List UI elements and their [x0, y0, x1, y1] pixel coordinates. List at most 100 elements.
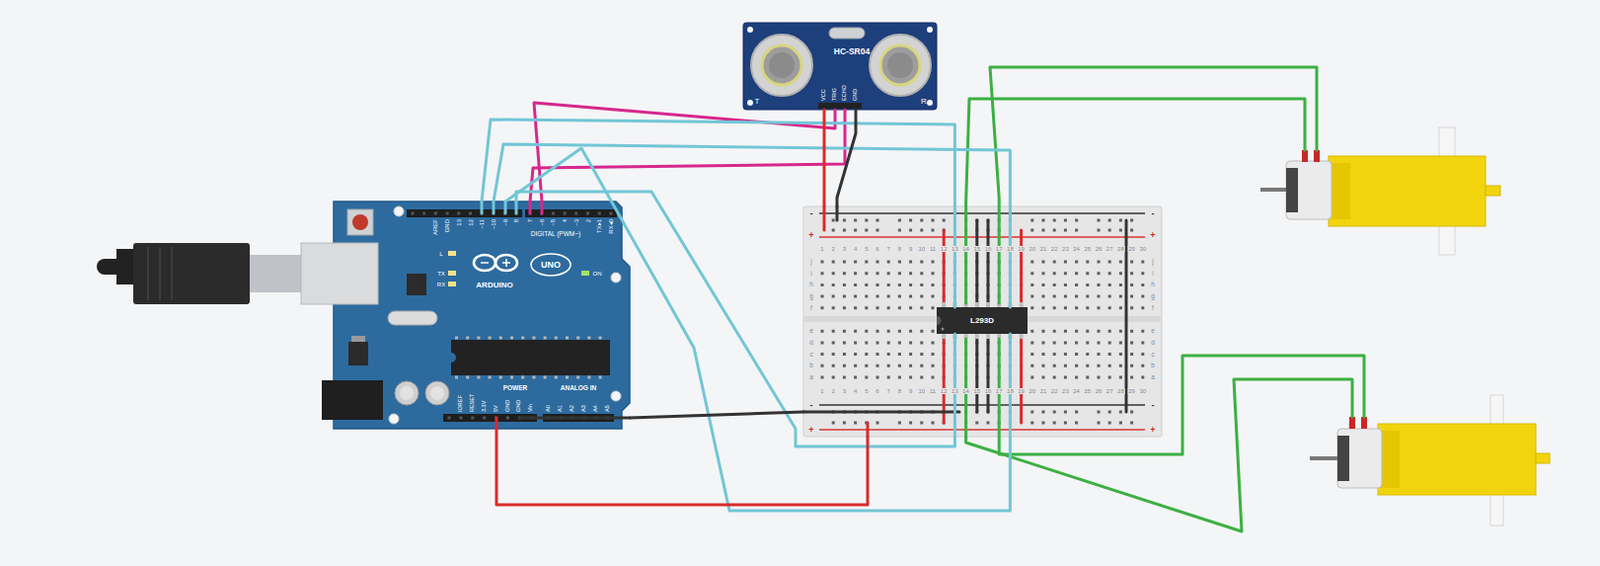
motor-wire [966, 67, 1365, 532]
arduino-board-drawing-part [525, 209, 617, 218]
row-letter: d [1149, 339, 1156, 347]
column-number: 25 [1082, 387, 1092, 394]
rail-sign: - [1151, 400, 1155, 410]
dc-motor-part [1313, 150, 1320, 162]
sensor-drawing-part [768, 52, 795, 78]
breadboard-holes-part [821, 260, 1147, 264]
sensor-drawing-part [926, 26, 933, 33]
column-number: 16 [984, 245, 993, 252]
breadboard-holes-part [832, 219, 1136, 223]
pin-label: ~10 [490, 219, 497, 229]
wire [837, 109, 856, 207]
arduino-board-drawing-part [448, 250, 457, 256]
led-label: ON [593, 270, 603, 277]
wire-stub-part [520, 416, 630, 420]
column-number: 8 [897, 387, 903, 394]
breadboard-holes-part [832, 228, 1136, 232]
pin-label: RESET [469, 393, 476, 412]
dc-motor [1260, 127, 1501, 255]
pin-label: GND [516, 399, 523, 412]
wire-stub-part [823, 206, 827, 230]
header-label: POWER [503, 384, 529, 392]
column-number: 12 [939, 245, 949, 252]
pin-label: Vin [528, 403, 534, 412]
ultrasonic-sensor: HC-SR04VCCTRIGECHOGNDTR [743, 22, 937, 110]
column-number: 13 [950, 245, 960, 252]
column-number: 15 [972, 387, 982, 394]
wire-stub-part [504, 201, 508, 214]
sensor-drawing-part [747, 26, 754, 33]
column-number: 10 [916, 387, 926, 394]
column-number: 22 [1050, 387, 1060, 394]
breadboard-drawing-part [819, 403, 1145, 406]
column-number: 2 [831, 245, 837, 252]
pin-label: GND [444, 219, 451, 232]
arduino-board-drawing-part [610, 272, 621, 283]
wire [493, 144, 1010, 307]
dc-motor-part [1301, 150, 1308, 162]
arduino-board-drawing-part [393, 206, 404, 217]
arduino-board: ARDUINOUNODIGITAL (PWM~)LTXRXONAREFGND13… [333, 201, 630, 429]
dc-motor [1309, 394, 1550, 526]
arduino-board-drawing-part [351, 335, 366, 342]
pin-label: TRIG [832, 87, 839, 101]
column-number: 3 [841, 245, 847, 252]
rail-sign: + [808, 230, 814, 240]
led-label: TX [437, 270, 446, 277]
pin-label: 2 [585, 219, 592, 223]
wire-stub-part [836, 206, 839, 221]
usb-cable-part [158, 246, 161, 301]
breadboard-holes [821, 220, 1147, 423]
column-number: 27 [1105, 245, 1115, 252]
usb-cable-part [249, 254, 302, 293]
wire [516, 191, 955, 447]
breadboard-holes-part [821, 364, 1147, 368]
column-number: 20 [1027, 245, 1037, 252]
chip-drawing [936, 302, 1028, 339]
row-letter: h [1149, 281, 1156, 289]
jumper-wire [943, 220, 1127, 423]
column-number: 1 [819, 387, 825, 394]
row-letter: e [1149, 327, 1156, 335]
pin-label: 7 [527, 219, 534, 223]
pin-label: A3 [581, 404, 588, 412]
jumper-wire-part [975, 338, 979, 412]
rail-sign: - [810, 209, 814, 219]
column-number: 26 [1094, 245, 1104, 252]
column-number: 7 [886, 387, 892, 394]
column-number: 9 [908, 245, 914, 252]
arduino-board-drawing-part [406, 273, 427, 296]
arduino-board-drawing-part [347, 209, 374, 235]
sensor-drawing-part [751, 34, 813, 96]
usb-cable-part [133, 242, 250, 305]
column-number: 26 [1094, 387, 1104, 394]
arduino-board-drawing-part [505, 258, 508, 267]
led-label: RX [437, 281, 446, 288]
row-letter: a [808, 374, 815, 381]
column-number: 23 [1061, 245, 1070, 252]
breadboard-drawing [803, 206, 1162, 437]
column-number: 14 [961, 387, 971, 394]
jumper-wire-part [987, 220, 991, 304]
arduino-board-drawing-part [348, 341, 369, 366]
arduino-board-drawing-part [480, 261, 489, 264]
rail-sign: - [810, 400, 814, 410]
column-number: 29 [1127, 387, 1137, 394]
wire [629, 411, 804, 418]
pin-label: A1 [557, 404, 564, 412]
pin-label: ~11 [478, 219, 485, 229]
row-letter: b [1149, 362, 1156, 370]
rail-sign: + [1149, 230, 1155, 240]
wire-stub-part [803, 410, 960, 414]
arduino-board-drawing-part [394, 380, 419, 405]
arduino-board-drawing-part [610, 390, 621, 401]
column-number: 24 [1071, 245, 1081, 252]
column-number: 29 [1127, 245, 1137, 252]
column-number: 20 [1027, 387, 1037, 394]
pin-label: TX▸1 [596, 219, 603, 233]
transducer-label: R [920, 97, 927, 106]
column-number: 9 [908, 387, 914, 394]
sensor-drawing-part [747, 99, 754, 106]
wire-stub-part [529, 201, 533, 214]
